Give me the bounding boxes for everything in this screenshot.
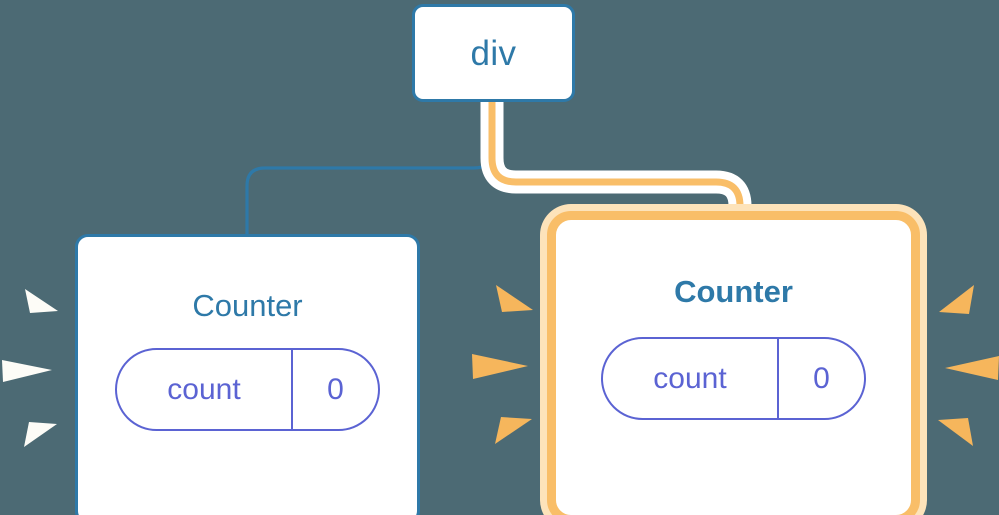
state-key: count (653, 361, 727, 395)
node-counter-left[interactable]: Counter count 0 (75, 234, 420, 515)
rays-right-of-counter-right (938, 285, 999, 446)
edge-div-to-counter-right (488, 102, 744, 240)
node-counter-left-title: Counter (192, 288, 303, 323)
ray-icon (495, 417, 532, 444)
state-value: 0 (291, 350, 378, 429)
ray-icon (24, 422, 57, 447)
ray-icon (496, 285, 533, 312)
ray-icon (472, 354, 528, 379)
node-counter-right-title: Counter (674, 274, 793, 309)
state-value: 0 (777, 339, 864, 418)
node-counter-right[interactable]: Counter count 0 (547, 211, 920, 515)
rays-left-of-counter-left (2, 289, 58, 447)
node-div[interactable]: div (412, 4, 575, 102)
node-div-label: div (470, 33, 517, 73)
ray-icon (945, 356, 999, 380)
state-pill-counter-left[interactable]: count 0 (115, 348, 380, 431)
ray-icon (25, 289, 58, 313)
state-key: count (167, 372, 241, 406)
ray-icon (939, 285, 974, 314)
ray-icon (2, 360, 52, 382)
state-pill-counter-right[interactable]: count 0 (601, 337, 866, 420)
ray-icon (938, 418, 973, 446)
rays-left-of-counter-right (472, 285, 533, 444)
